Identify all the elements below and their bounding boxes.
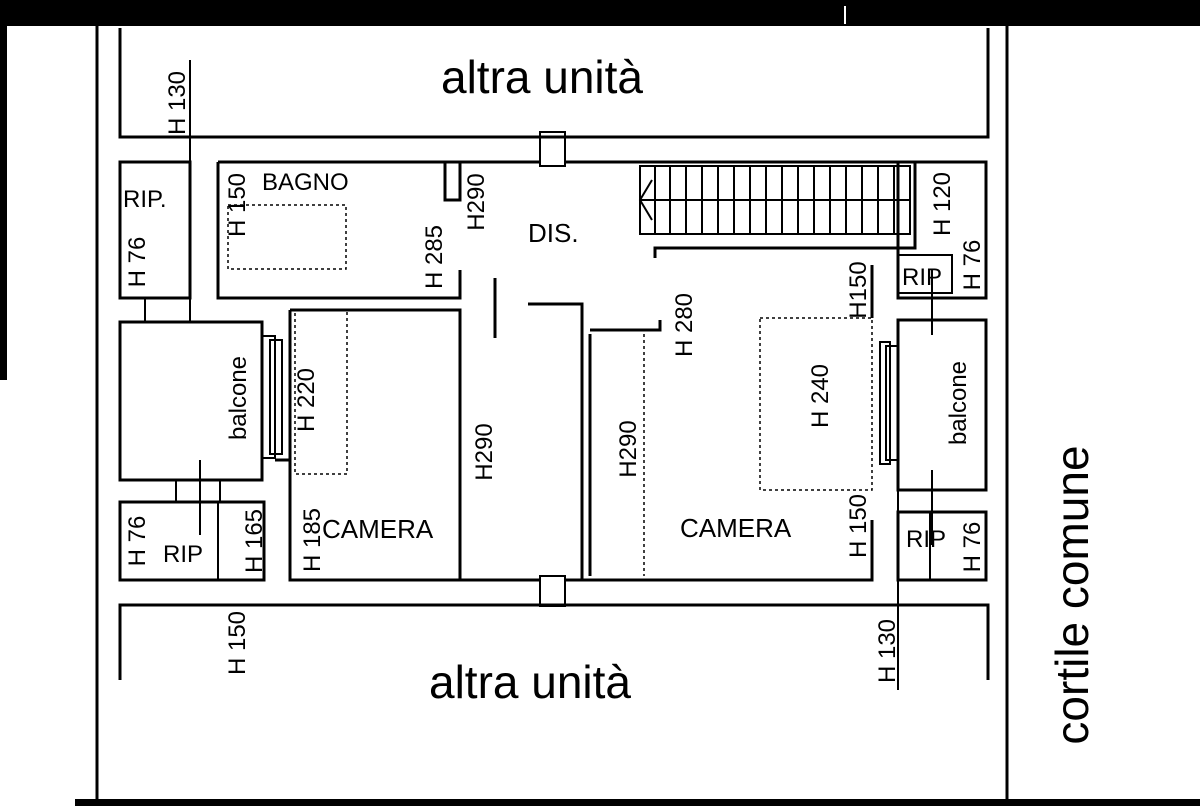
height-h290-dis: H290 (463, 173, 490, 230)
storage-bottom-left (118, 500, 266, 582)
height-h150-right-bottom: H 150 (845, 494, 872, 558)
bedroom-right-label: CAMERA (680, 513, 792, 543)
height-h185: H 185 (299, 508, 326, 572)
balcony-right (896, 318, 988, 492)
storage-bottom-left-label: RIP (163, 541, 203, 568)
height-h120: H 120 (929, 172, 956, 236)
height-h240: H 240 (807, 364, 834, 428)
storage-top-left-label: RIP. (123, 186, 167, 213)
balcony-left-label: balcone (225, 356, 252, 440)
storage-top-right-label: RIP (902, 264, 942, 291)
height-h130-top: H 130 (164, 71, 191, 135)
height-h165: H 165 (241, 509, 268, 573)
height-h130-bottom: H 130 (874, 619, 901, 683)
left-border (0, 0, 7, 380)
other-unit-top-label: altra unità (441, 51, 643, 103)
height-h150-bath: H 150 (224, 173, 251, 237)
other-unit-top (118, 28, 990, 139)
staircase (638, 165, 911, 235)
height-h76-rip-br: H 76 (959, 522, 986, 573)
height-h150-bottom: H 150 (224, 611, 251, 675)
hallway-label: DIS. (528, 218, 579, 248)
height-h76-rip-top: H 76 (124, 237, 151, 288)
storage-top-right (896, 160, 988, 300)
courtyard-label: cortile comune (1046, 445, 1098, 744)
height-h76-rip-bl: H 76 (124, 516, 151, 567)
other-unit-bottom-label: altra unità (429, 656, 631, 708)
height-h290-left: H290 (471, 423, 498, 480)
height-h220: H 220 (293, 368, 320, 432)
storage-bottom-right-label: RIP (906, 526, 946, 553)
bottom-border (75, 799, 1200, 806)
height-h76-rip-right: H 76 (959, 240, 986, 291)
height-h150-right: H150 (845, 261, 872, 318)
balcony-right-label: balcone (945, 361, 972, 445)
height-h290-right: H290 (615, 420, 642, 477)
bathroom-label: BAGNO (262, 169, 349, 196)
height-h285: H 285 (421, 225, 448, 289)
height-h280: H 280 (671, 293, 698, 357)
top-border (0, 0, 1200, 26)
bedroom-left-label: CAMERA (322, 514, 434, 544)
